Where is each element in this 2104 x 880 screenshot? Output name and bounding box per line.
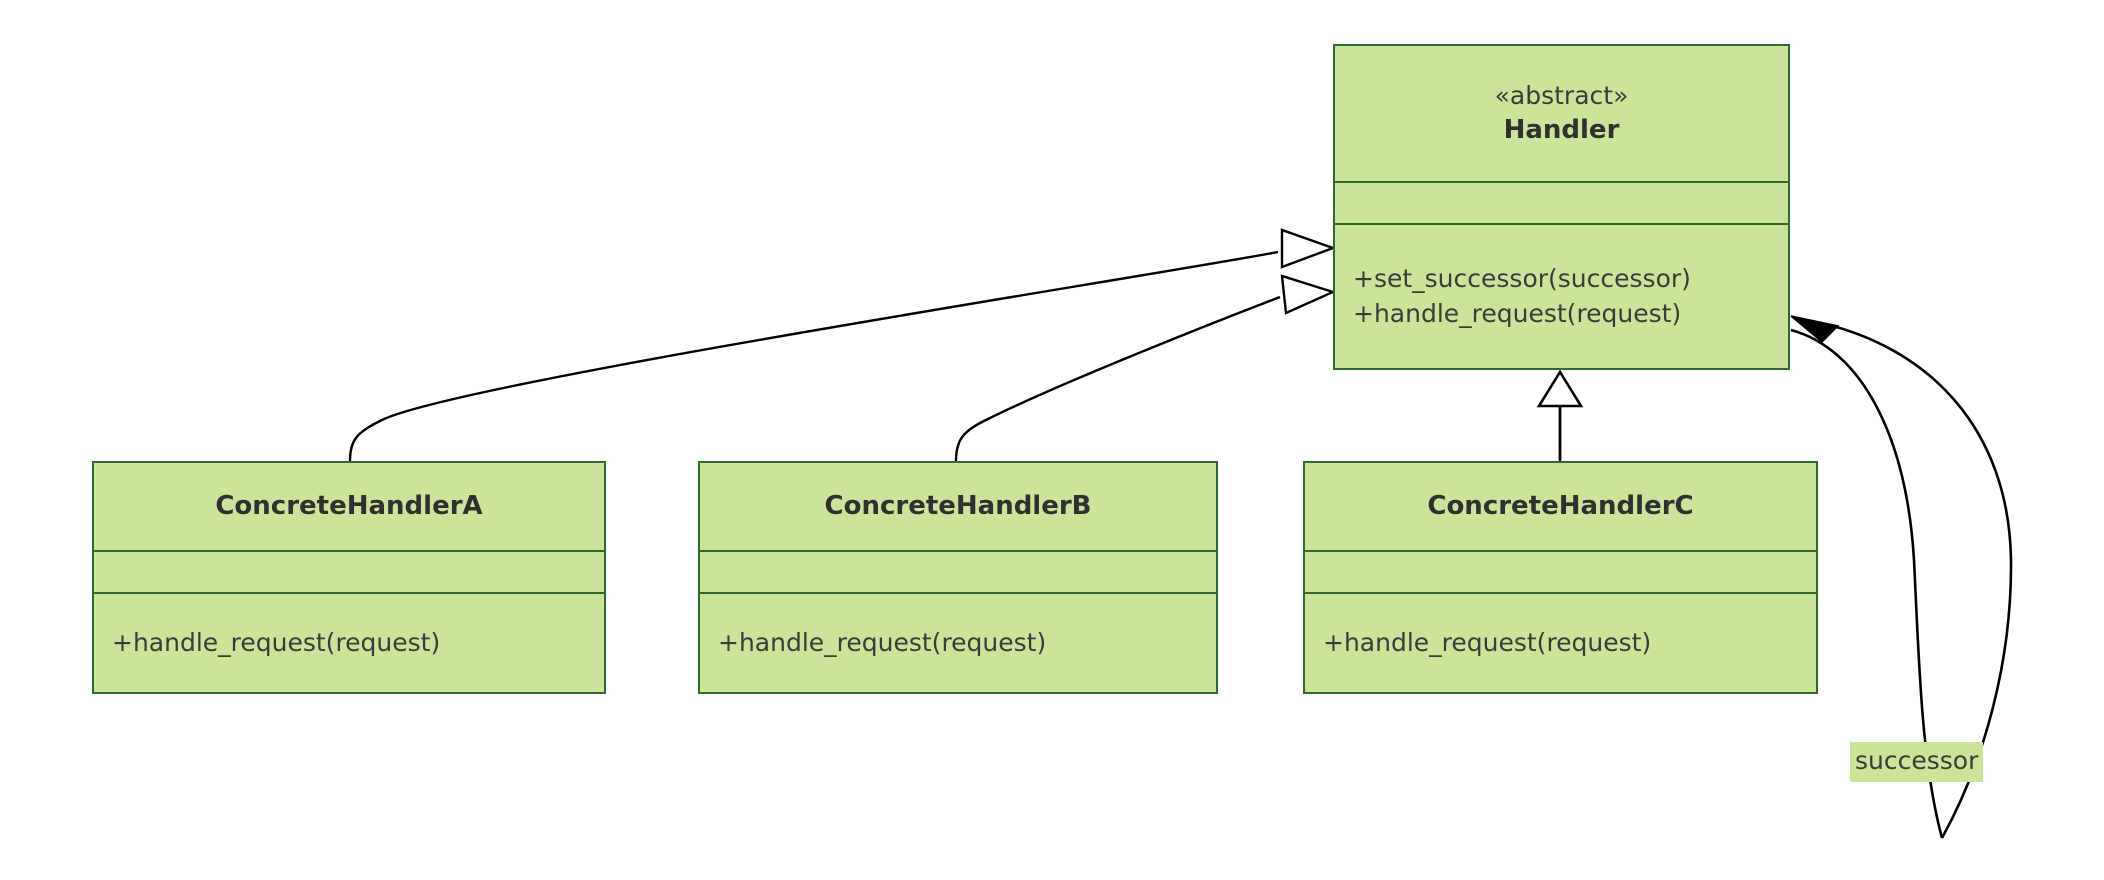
class-attributes-concretehandlerc <box>1305 552 1816 594</box>
class-operations-concretehandlerb: +handle_request(request) <box>700 594 1216 692</box>
open-arrowhead-icon <box>1790 315 1840 344</box>
hollow-triangle-arrowhead-icon <box>1536 369 1584 408</box>
class-attributes-concretehandlerb <box>700 552 1216 594</box>
class-attributes-concretehandlera <box>94 552 604 594</box>
edge-label-successor: successor <box>1850 742 1984 782</box>
edge-inherit-b <box>954 274 1337 462</box>
class-header-concretehandlerb: ConcreteHandlerB <box>700 463 1216 552</box>
edge-inherit-a <box>348 228 1337 462</box>
operation-row: +handle_request(request) <box>718 627 1047 657</box>
operation-row: +handle_request(request) <box>112 627 441 657</box>
class-box-concretehandlerb[interactable]: ConcreteHandlerB +handle_request(request… <box>698 461 1218 694</box>
edge-inherit-c <box>1536 369 1584 461</box>
class-box-concretehandlerc[interactable]: ConcreteHandlerC +handle_request(request… <box>1303 461 1818 694</box>
class-box-concretehandlera[interactable]: ConcreteHandlerA +handle_request(request… <box>92 461 606 694</box>
class-operations-concretehandlerc: +handle_request(request) <box>1305 594 1816 692</box>
operation-row: +handle_request(request) <box>1353 298 1682 328</box>
class-name: Handler <box>1503 114 1620 145</box>
class-operations-concretehandlera: +handle_request(request) <box>94 594 604 692</box>
class-box-handler[interactable]: «abstract» Handler +set_successor(succes… <box>1333 44 1790 370</box>
class-header-concretehandlerc: ConcreteHandlerC <box>1305 463 1816 552</box>
class-operations-handler: +set_successor(successor) +handle_reques… <box>1335 225 1788 368</box>
hollow-triangle-arrowhead-icon <box>1280 228 1337 269</box>
class-header-concretehandlera: ConcreteHandlerA <box>94 463 604 552</box>
class-name: ConcreteHandlerB <box>824 490 1092 521</box>
class-stereotype: «abstract» <box>1494 81 1629 111</box>
class-header-handler: «abstract» Handler <box>1335 46 1788 183</box>
class-name: ConcreteHandlerC <box>1427 490 1694 521</box>
class-attributes-handler <box>1335 183 1788 225</box>
operation-row: +handle_request(request) <box>1323 627 1652 657</box>
operation-row: +set_successor(successor) <box>1353 264 1691 293</box>
hollow-triangle-arrowhead-icon <box>1280 274 1337 315</box>
class-name: ConcreteHandlerA <box>215 490 483 521</box>
